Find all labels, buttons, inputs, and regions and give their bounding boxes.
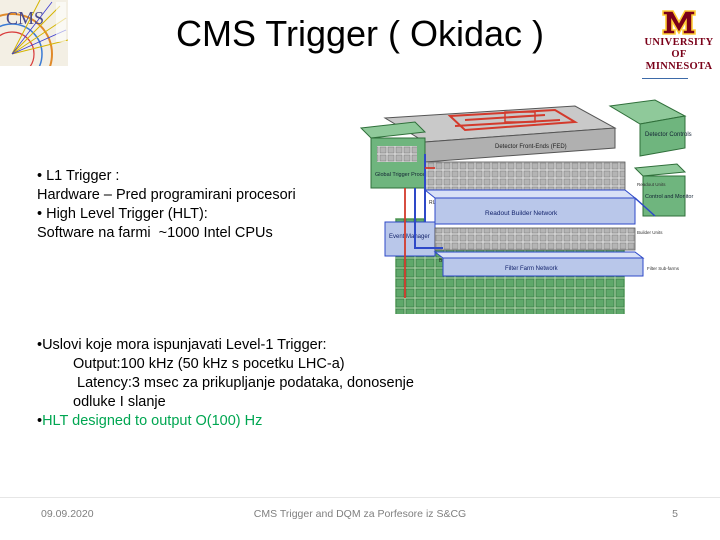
- top-text-block: • L1 Trigger : Hardware – Pred programir…: [37, 167, 357, 243]
- bottom-line-2: Output:100 kHz (50 kHz s pocetku LHC-a): [73, 356, 345, 372]
- ru-label: RU: [429, 200, 437, 206]
- university-logo: UNIVERSITY OF MINNESOTA: [640, 8, 718, 80]
- gtp-label: Global Trigger Processor: [375, 172, 436, 178]
- control-monitor-label: Control and Monitor: [645, 194, 693, 200]
- header-rule: [642, 78, 688, 79]
- top-line-1: • L1 Trigger :: [37, 168, 120, 184]
- footer-center-text: CMS Trigger and DQM za Porfesore iz S&CG: [253, 508, 467, 520]
- page-number: 5: [672, 508, 678, 520]
- top-line-3: • High Level Trigger (HLT):: [37, 206, 208, 222]
- university-line1: UNIVERSITY: [644, 37, 714, 48]
- bottom-line-4: odluke I slanje: [73, 394, 166, 410]
- university-line2: OF MINNESOTA: [645, 49, 713, 72]
- filter-farm-label: Filter Farm Network: [505, 266, 559, 272]
- builder-units-label: Builder Units: [637, 230, 663, 235]
- university-m-icon: [662, 10, 696, 35]
- cms-logo-text: CMS: [6, 8, 44, 28]
- top-line-2: Hardware – Pred programirani procesori: [37, 187, 296, 203]
- readout-builder-label: Readout Builder Network: [485, 210, 558, 217]
- event-manager-label: Event Manager: [389, 234, 430, 240]
- cms-daq-diagram: Detector Front-Ends (FED) Detector Contr…: [359, 99, 693, 314]
- footer-rule: [0, 497, 720, 498]
- detector-controls-label: Detector Controls: [645, 132, 692, 138]
- bottom-line-1: •Uslovi koje mora ispunjavati Level-1 Tr…: [37, 337, 327, 353]
- bottom-line-3: Latency:3 msec za prikupljanje podataka,…: [73, 375, 414, 391]
- filter-subfarms-label: Filter Sub-farms: [647, 266, 680, 271]
- cms-logo: CMS: [0, 0, 68, 66]
- front-ends-label: Detector Front-Ends (FED): [495, 144, 567, 150]
- bottom-line-5: •HLT designed to output O(100) Hz: [37, 413, 263, 429]
- slide-title: CMS Trigger ( Okidac ): [175, 13, 545, 54]
- readout-units-label: Readout Units: [637, 182, 666, 187]
- top-line-4: Software na farmi ~1000 Intel CPUs: [37, 225, 273, 241]
- bottom-text-block: •Uslovi koje mora ispunjavati Level-1 Tr…: [37, 336, 557, 431]
- footer-date: 09.09.2020: [41, 508, 94, 520]
